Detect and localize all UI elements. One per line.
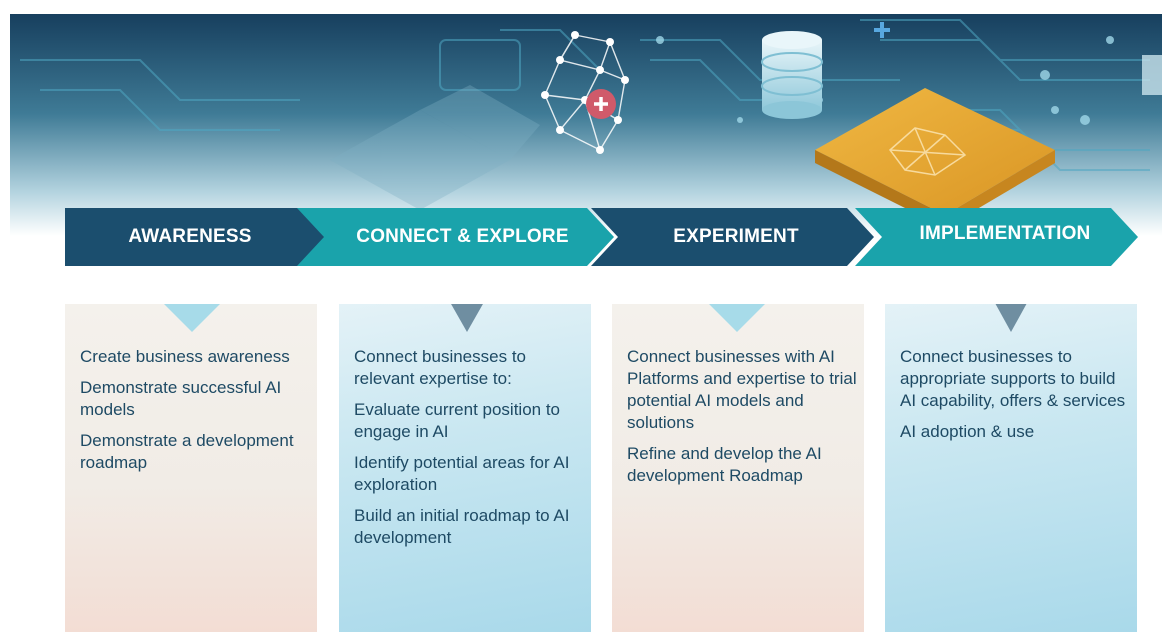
pointer-triangle [451,304,483,332]
awareness-card: Create business awareness Demonstrate su… [65,304,317,632]
card-item: Evaluate current position to engage in A… [354,400,561,441]
card-item: Build an initial roadmap to AI developme… [354,506,570,547]
stage-connect-explore: CONNECT & EXPLORE [297,208,614,266]
stage-awareness: AWARENESS [65,208,332,266]
card-item: Demonstrate a development roadmap [80,431,294,472]
card-item: AI adoption & use [900,422,1035,441]
card-item: Identify potential areas for AI explorat… [354,453,570,494]
pointer-triangle [995,304,1027,332]
circuit-banner-image [0,0,1162,250]
stage-title: IMPLEMENTATION [919,223,1091,244]
arrow-chevron-shape [65,208,332,266]
card-item: Connect businesses with AI Platforms and… [627,347,857,432]
stage-experiment: EXPERIMENT [591,208,874,266]
card-item: Connect businesses to relevant expertise… [354,347,526,388]
card-item: Refine and develop the AI development Ro… [627,444,822,485]
card-item: Demonstrate successful AI models [80,378,282,419]
pointer-triangle [709,304,765,332]
implementation-card: Connect businesses to appropriate suppor… [885,304,1137,632]
pointer-triangle [164,304,220,332]
card-item: Connect businesses to appropriate suppor… [900,347,1126,410]
arrow-chevron-shape [591,208,874,266]
connect-explore-card: Connect businesses to relevant expertise… [339,304,591,632]
stage-implementation: IMPLEMENTATION [855,208,1138,266]
experiment-card: Connect businesses with AI Platforms and… [612,304,864,632]
stage-title: CONNECT & EXPLORE [356,226,569,247]
arrow-chevron-shape [297,208,614,266]
card-item: Create business awareness [80,347,290,366]
stage-title: AWARENESS [128,226,252,247]
stage-title: EXPERIMENT [673,226,799,247]
arrow-chevron-shape [855,208,1138,266]
